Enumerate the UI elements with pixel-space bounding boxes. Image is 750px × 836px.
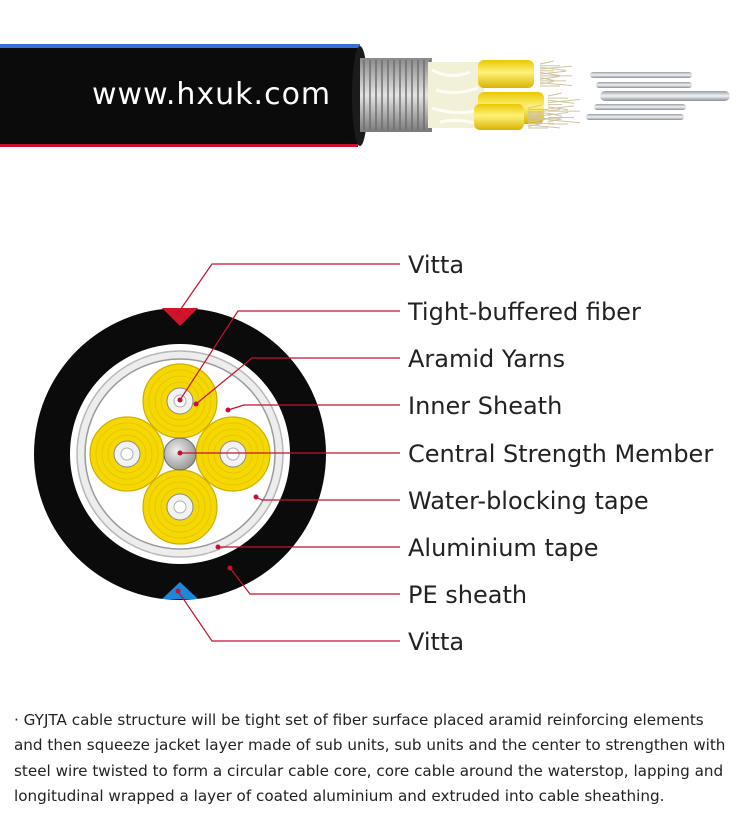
leader-dot-vitta-bottom xyxy=(175,588,181,594)
aramid-tufts xyxy=(527,60,581,129)
top-vitta-marker xyxy=(162,308,198,326)
aramid-strand xyxy=(527,118,549,123)
cable-cross-section xyxy=(34,308,326,600)
aramid-strand xyxy=(547,105,575,110)
leader-dot-aluminium-tape xyxy=(215,544,221,550)
leader-vitta-top xyxy=(177,263,400,314)
label-vitta-bottom: Vitta xyxy=(408,628,464,656)
aramid-strand xyxy=(527,119,543,124)
leader-dot-pe-sheath xyxy=(227,565,233,571)
aramid-strand xyxy=(539,71,561,76)
aramid-strand xyxy=(547,99,575,104)
callout-leaders xyxy=(175,263,400,642)
aramid-strand xyxy=(527,110,555,115)
label-vitta-top: Vitta xyxy=(408,251,464,279)
aramid-strand xyxy=(527,113,555,118)
leader-aramid-yarns xyxy=(195,357,400,405)
callout-labels: Vitta Tight-buffered fiber Aramid Yarns … xyxy=(407,251,713,656)
watermark-url: www.hxuk.com xyxy=(92,77,331,112)
fiber-rod-3 xyxy=(594,104,686,110)
central-steel-rod xyxy=(600,91,730,101)
top-blue-stripe xyxy=(0,44,360,48)
fiber-rod-2 xyxy=(596,82,692,88)
leader-dot-water-blocking-tape xyxy=(253,494,259,500)
subunit-yellow-3 xyxy=(474,104,524,130)
cable-structure-figure: www.hxuk.com Vitta Ti xyxy=(0,44,730,656)
leader-dot-central-strength-member xyxy=(177,450,183,456)
fiber-rod-1 xyxy=(590,72,692,78)
aramid-strand xyxy=(539,75,561,80)
outer-pe-jacket xyxy=(0,46,364,146)
description-paragraph: · GYJTA cable structure will be tight se… xyxy=(14,711,726,806)
armor-corrugation xyxy=(363,60,431,130)
aramid-strand xyxy=(539,66,567,71)
fiber-rod-4 xyxy=(586,114,684,120)
label-aluminium-tape: Aluminium tape xyxy=(408,534,599,562)
aramid-strand xyxy=(527,109,561,114)
leader-inner-sheath xyxy=(227,404,400,411)
label-aramid-yarns: Aramid Yarns xyxy=(408,345,565,373)
label-inner-sheath: Inner Sheath xyxy=(408,392,562,420)
bottom-red-stripe xyxy=(0,144,358,147)
aramid-strand xyxy=(527,104,543,109)
fiber-subunits xyxy=(89,363,271,545)
leader-pe-sheath xyxy=(229,567,400,595)
leader-vitta-bottom xyxy=(177,590,400,642)
steel-armor-layer xyxy=(360,58,432,132)
label-water-blocking-tape: Water-blocking tape xyxy=(408,487,649,515)
leader-dot-tight-buffered-fiber xyxy=(177,397,183,403)
aramid-strand xyxy=(539,60,555,65)
subunit-yellow-1 xyxy=(478,60,534,88)
aramid-strand xyxy=(547,98,581,103)
aramid-strand xyxy=(527,122,543,127)
fiber-subunit xyxy=(89,416,165,492)
aramid-strand xyxy=(547,118,563,123)
aramid-strand xyxy=(547,92,563,97)
aramid-strand xyxy=(539,80,555,85)
tight-buffered-subunits xyxy=(474,60,544,130)
label-central-strength-member: Central Strength Member xyxy=(408,440,713,468)
aramid-strand xyxy=(539,77,555,82)
leader-dot-vitta-top xyxy=(175,310,181,316)
label-tight-buffered-fiber: Tight-buffered fiber xyxy=(407,298,641,326)
leader-tight-buffered-fiber xyxy=(179,310,400,401)
label-pe-sheath: PE sheath xyxy=(408,581,527,609)
aramid-strand xyxy=(527,115,549,120)
leader-dot-inner-sheath xyxy=(225,407,231,413)
leader-dot-aramid-yarns xyxy=(193,401,199,407)
aramid-strand xyxy=(539,65,573,70)
cable-side-view: www.hxuk.com xyxy=(0,44,730,147)
aramid-strand xyxy=(539,70,567,75)
fiber-subunit xyxy=(195,416,271,492)
fiber-subunit xyxy=(142,469,218,545)
fiber-rods xyxy=(586,72,730,120)
